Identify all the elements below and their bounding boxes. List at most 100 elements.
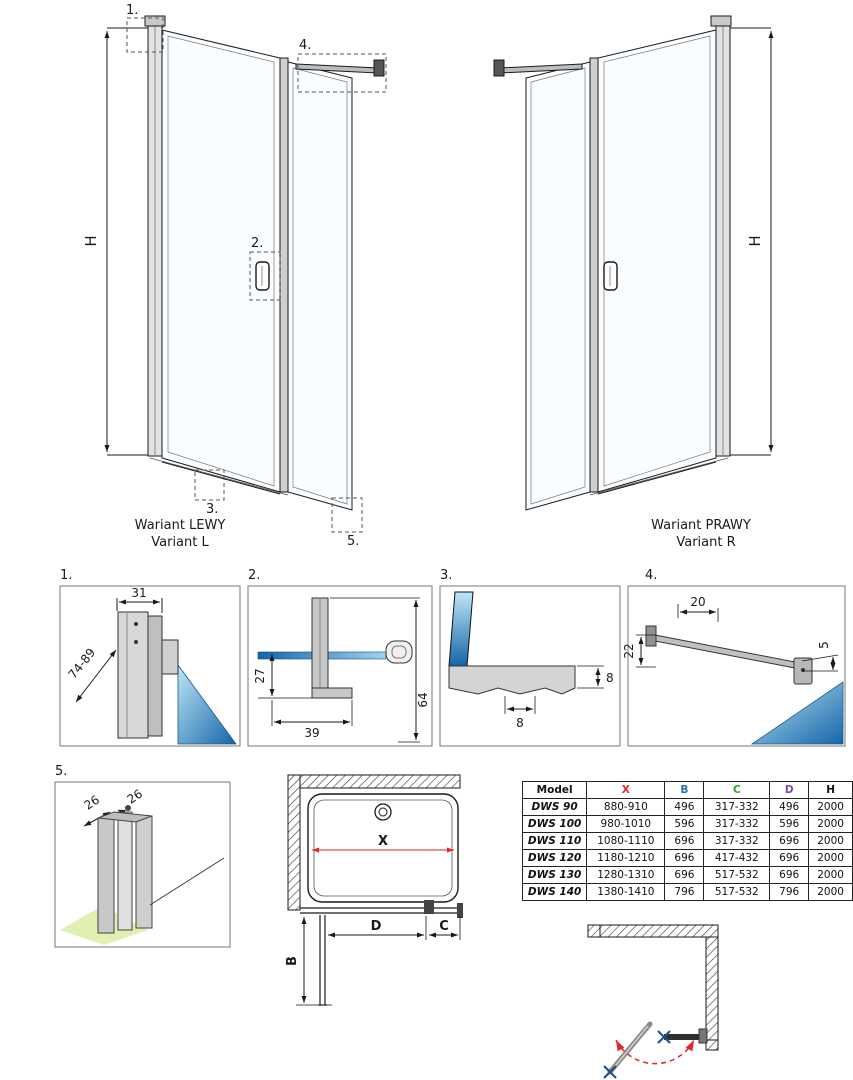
callout-2-label: 2.: [251, 236, 263, 251]
detail-4: [627, 585, 846, 747]
wall-profile-cap-right: [710, 15, 732, 27]
cell-x: 1180-1210: [586, 849, 666, 867]
cell-c: 317-332: [703, 832, 771, 850]
header-d: D: [769, 781, 810, 799]
cell-model: DWS 120: [521, 849, 588, 867]
h-label-left: H: [82, 235, 100, 246]
detail-4-label: 4.: [645, 568, 657, 583]
cell-d: 796: [769, 883, 810, 901]
cell-c: 417-432: [703, 849, 771, 867]
detail-3-label: 3.: [440, 568, 452, 583]
cell-b: 496: [664, 798, 705, 816]
cell-x: 880-910: [586, 798, 666, 816]
table-row: DWS 130 1280-1310 696 517-532 696 2000: [521, 866, 853, 884]
door-panel-right: [597, 29, 717, 493]
schematic-wall-right: [705, 936, 719, 1041]
door-handle: [255, 261, 270, 291]
bracket-foot: [311, 687, 353, 699]
dim-26b-label: 26: [125, 787, 145, 807]
cell-c: 517-532: [703, 883, 771, 901]
variant-left-title: Wariant LEWY: [135, 518, 226, 533]
variant-right-title: Wariant PRAWY: [651, 518, 751, 533]
cell-b: 696: [664, 832, 705, 850]
table-row: DWS 90 880-910 496 317-332 496 2000: [521, 798, 853, 816]
detail-5: [54, 781, 231, 948]
glass-corner-4: [750, 681, 844, 745]
schematic-bracket: [698, 1028, 708, 1044]
dim-31-label: 31: [131, 586, 146, 600]
dim-5-label: 5: [817, 641, 831, 649]
cell-b: 796: [664, 883, 705, 901]
dim-range-line: [75, 649, 117, 703]
table-header-row: Model X B C D H: [521, 781, 853, 799]
u-profile-bar2: [117, 811, 133, 931]
cell-x: 1280-1310: [586, 866, 666, 884]
elevation-right: [493, 15, 774, 511]
support-bar-anchor-right: [493, 59, 505, 77]
table-row: DWS 120 1180-1210 696 417-432 696 2000: [521, 849, 853, 867]
panel-end-cap: [457, 903, 463, 918]
header-b: B: [664, 781, 705, 799]
dim-b-label: B: [285, 956, 300, 966]
wall-profile-section: [117, 611, 149, 739]
dim-39-label: 39: [304, 726, 319, 740]
cell-d: 696: [769, 849, 810, 867]
cell-x: 1080-1110: [586, 832, 666, 850]
fixed-panel-right: [525, 61, 591, 511]
cell-h: 2000: [808, 866, 853, 884]
callout-4-label: 4.: [299, 38, 311, 53]
header-model: Model: [521, 781, 588, 799]
dim-22-label: 22: [622, 643, 636, 658]
cell-h: 2000: [808, 883, 853, 901]
cell-d: 596: [769, 815, 810, 833]
door-panel: [161, 29, 281, 493]
hinge-block: [424, 900, 434, 914]
dim-h8-label: 8: [606, 671, 614, 685]
swing-arc: [615, 1039, 695, 1065]
dim-26a-label: 26: [82, 793, 102, 813]
u-profile-bar1: [97, 817, 115, 934]
cell-c: 317-332: [703, 798, 771, 816]
support-bar-anchor: [373, 59, 385, 77]
callout-box-5: [331, 497, 363, 533]
callout-box-2: [249, 251, 281, 301]
cell-model: DWS 100: [521, 815, 588, 833]
wall-plate: [645, 625, 657, 647]
swing-schematic: [587, 924, 719, 1079]
mullion-profile-right: [589, 57, 599, 493]
header-h: H: [808, 781, 853, 799]
wall-profile-cap: [144, 15, 166, 27]
header-x: X: [586, 781, 666, 799]
cell-d: 696: [769, 866, 810, 884]
table-row: DWS 140 1380-1410 796 517-532 796 2000: [521, 883, 853, 901]
cell-model: DWS 130: [521, 866, 588, 884]
schematic-fixed-panel: [664, 1034, 706, 1040]
dim-20-label: 20: [690, 595, 705, 609]
schematic-wall-top: [599, 924, 719, 938]
table-row: DWS 100 980-1010 596 317-332 596 2000: [521, 815, 853, 833]
bar-end-knob: [385, 640, 413, 664]
cell-h: 2000: [808, 832, 853, 850]
cell-b: 696: [664, 849, 705, 867]
cell-h: 2000: [808, 798, 853, 816]
cell-d: 496: [769, 798, 810, 816]
cell-h: 2000: [808, 815, 853, 833]
variant-left-subtitle: Variant L: [151, 535, 209, 550]
table-row: DWS 110 1080-1110 696 317-332 696 2000: [521, 832, 853, 850]
detail-2-label: 2.: [248, 568, 260, 583]
callout-3-label: 3.: [206, 502, 218, 517]
cell-model: DWS 110: [521, 832, 588, 850]
cell-c: 517-532: [703, 866, 771, 884]
callout-box-4: [297, 53, 387, 93]
pointer-line: [149, 857, 225, 906]
callout-box-3: [194, 469, 225, 501]
mullion-profile: [279, 57, 289, 493]
header-c: C: [703, 781, 771, 799]
adjuster-plate: [161, 639, 179, 675]
dim-64-label: 64: [416, 692, 430, 707]
detail-3: [439, 585, 621, 747]
cell-c: 317-332: [703, 815, 771, 833]
h-label-right: H: [746, 235, 764, 246]
detail-5-label: 5.: [55, 764, 67, 779]
